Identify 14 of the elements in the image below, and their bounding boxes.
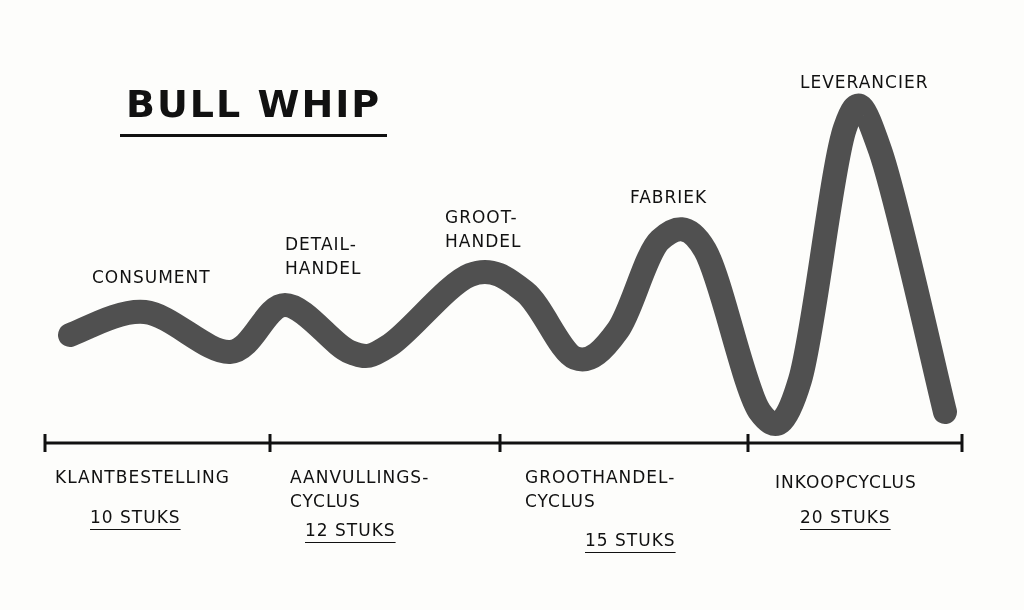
stage-label: CONSUMENT bbox=[92, 266, 211, 289]
quantity-label: 10 STUKS bbox=[90, 506, 181, 529]
quantity-label: 20 STUKS bbox=[800, 506, 891, 529]
quantity-label: 12 STUKS bbox=[305, 519, 396, 542]
stage-label: FABRIEK bbox=[630, 186, 708, 209]
quantity-label: 15 STUKS bbox=[585, 529, 676, 552]
cycle-label: INKOOPCYCLUS bbox=[775, 471, 917, 494]
title-heading: BULL WHIP bbox=[120, 82, 388, 137]
stage-label: GROOT-HANDEL bbox=[445, 206, 523, 253]
cycle-label: AANVULLINGS-CYCLUS bbox=[290, 466, 431, 513]
stage-label: LEVERANCIER bbox=[800, 71, 929, 94]
cycle-label: GROOTHANDEL-CYCLUS bbox=[525, 466, 677, 513]
stage-label: DETAIL-HANDEL bbox=[285, 233, 363, 280]
cycle-label: KLANTBESTELLING bbox=[55, 466, 230, 489]
